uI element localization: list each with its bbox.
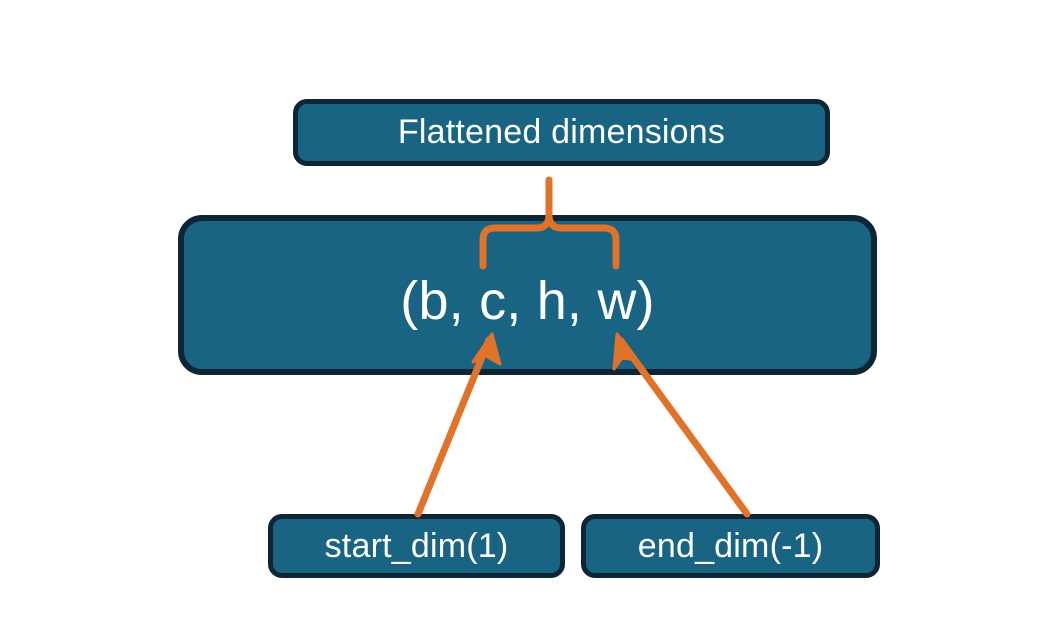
end-dim-box: end_dim(-1) bbox=[581, 514, 880, 578]
tensor-shape-box: (b, c, h, w) bbox=[178, 215, 877, 375]
end-dim-label: end_dim(-1) bbox=[637, 526, 824, 565]
flattened-dimensions-label: Flattened dimensions bbox=[397, 113, 726, 151]
flattened-dimensions-box: Flattened dimensions bbox=[293, 99, 830, 166]
start-dim-box: start_dim(1) bbox=[268, 514, 565, 578]
tensor-shape-label: (b, c, h, w) bbox=[400, 271, 655, 331]
start-dim-label: start_dim(1) bbox=[324, 526, 509, 565]
